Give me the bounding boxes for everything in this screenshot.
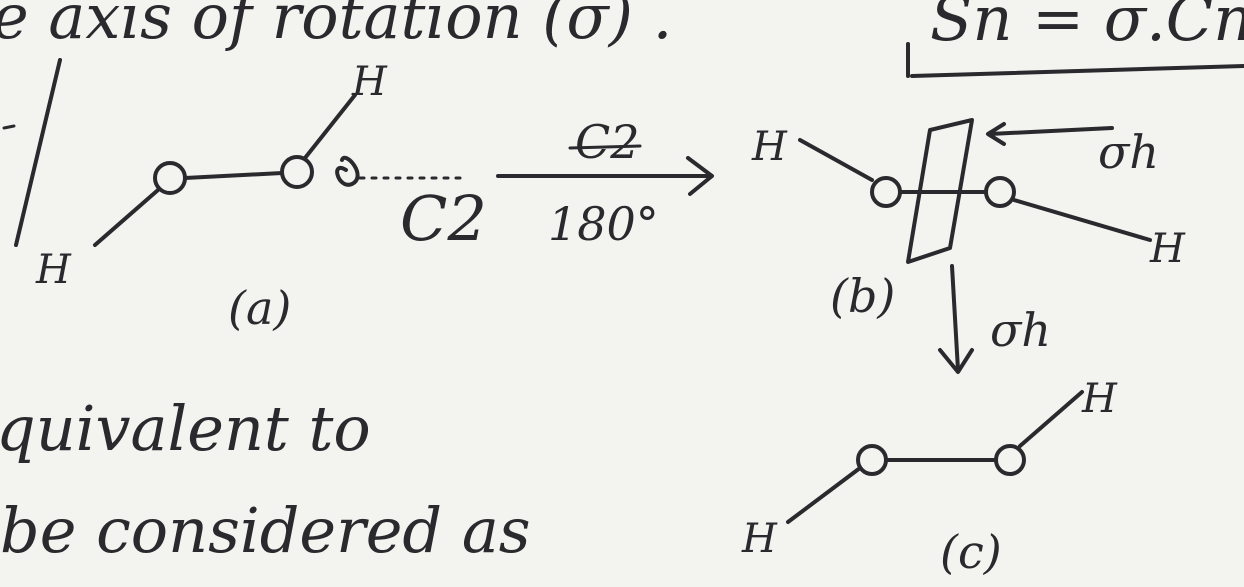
arrow-head xyxy=(686,156,714,196)
hydrogen-label: H xyxy=(1081,376,1118,422)
plane-pointer xyxy=(988,126,1114,136)
hydrogen-label: H xyxy=(35,247,72,293)
formula-underline xyxy=(910,64,1244,78)
margin-tick xyxy=(2,124,16,130)
oxygen-atom xyxy=(153,161,187,195)
body-text-line: quivalent to xyxy=(0,392,371,465)
mirror-plane xyxy=(906,118,974,264)
header-text: e axis of rotation (σ) . xyxy=(0,0,672,53)
molecule-c: H H (c) xyxy=(741,376,1118,579)
oxygen-atom xyxy=(994,444,1026,476)
arrow-head xyxy=(938,348,974,374)
sigma-reflection-arrow: σh xyxy=(938,264,1051,374)
o-h-bond xyxy=(1018,390,1084,448)
hydrogen-label: H xyxy=(351,59,388,105)
arrow-label-bottom: 180° xyxy=(548,197,659,251)
o-h-bond xyxy=(1012,198,1152,242)
formula-text: Sn = σ.Cn xyxy=(930,0,1244,55)
molecule-a: H H C2 (a) xyxy=(35,59,487,335)
caption-c: (c) xyxy=(940,525,1002,579)
arrow-shaft xyxy=(950,264,960,372)
oxygen-atom xyxy=(856,444,888,476)
arrow-label-top: C2 xyxy=(575,115,639,169)
oxygen-atom xyxy=(280,155,314,189)
rotation-symbol xyxy=(335,155,360,187)
o-h-bond xyxy=(786,466,862,524)
o-h-bond xyxy=(93,188,160,247)
o-o-bond xyxy=(183,171,284,180)
c2-rotation-arrow: C2 180° xyxy=(496,115,714,251)
margin-stroke xyxy=(14,58,62,247)
hydrogen-label: H xyxy=(751,124,788,170)
hydrogen-label: H xyxy=(1149,226,1186,272)
arrow-label: σh xyxy=(990,303,1051,357)
axis-label: C2 xyxy=(400,182,487,255)
oxygen-atom xyxy=(984,176,1016,208)
caption-b: (b) xyxy=(830,269,895,323)
molecule-b: H H σh (b) xyxy=(751,118,1186,323)
plane-pointer-head xyxy=(986,122,1006,146)
label-underline xyxy=(568,144,642,150)
o-h-bond xyxy=(303,93,357,160)
plane-label: σh xyxy=(1098,125,1159,179)
hydrogen-label: H xyxy=(741,516,778,562)
oxygen-atom xyxy=(870,176,902,208)
o-h-bond xyxy=(798,138,874,182)
body-text-line: be considered as xyxy=(0,494,531,567)
caption-a: (a) xyxy=(228,281,291,335)
